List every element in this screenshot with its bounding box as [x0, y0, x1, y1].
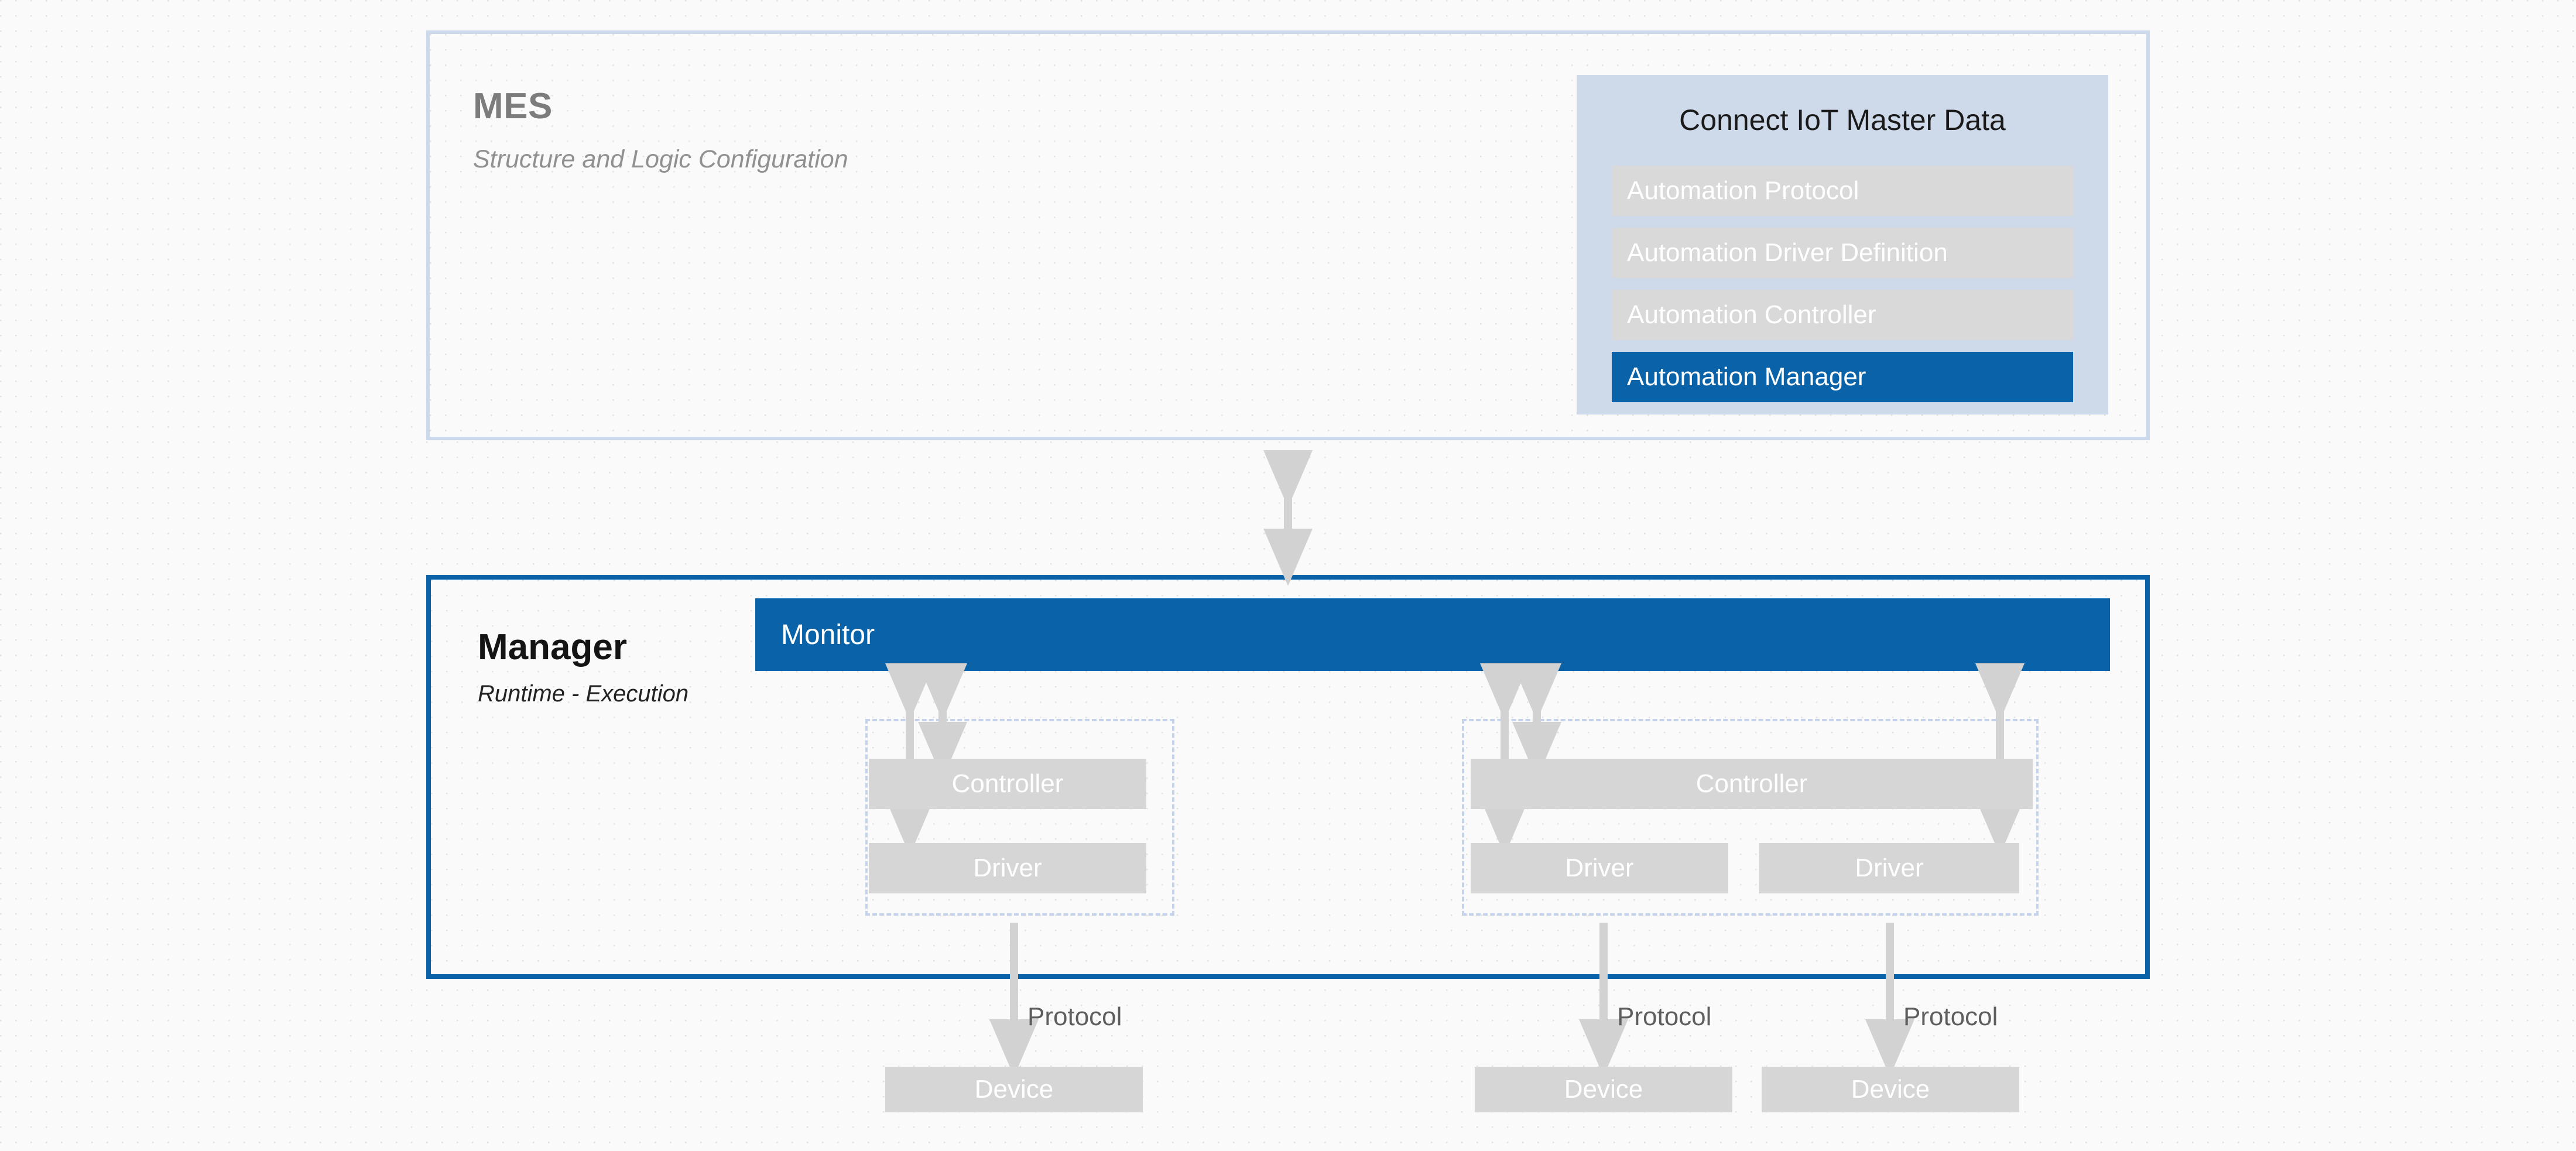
- protocol-label-1: Protocol: [1027, 1002, 1122, 1031]
- controller-group-right: [1462, 719, 2039, 916]
- device-box-2[interactable]: Device: [1475, 1067, 1732, 1112]
- driver-box-left[interactable]: Driver: [869, 843, 1146, 893]
- driver-box-right-2[interactable]: Driver: [1759, 843, 2019, 893]
- controller-box-left[interactable]: Controller: [869, 759, 1146, 809]
- iot-list-item-automation-driver-definition[interactable]: Automation Driver Definition: [1612, 228, 2073, 278]
- device-box-1[interactable]: Device: [885, 1067, 1143, 1112]
- controller-box-right[interactable]: Controller: [1471, 759, 2033, 809]
- driver-box-right-1[interactable]: Driver: [1471, 843, 1728, 893]
- mes-subtitle: Structure and Logic Configuration: [473, 145, 848, 173]
- iot-card-title: Connect IoT Master Data: [1679, 104, 2006, 136]
- monitor-bar[interactable]: Monitor: [755, 598, 2110, 671]
- protocol-label-3: Protocol: [1903, 1002, 1998, 1031]
- protocol-label-2: Protocol: [1617, 1002, 1712, 1031]
- device-box-3[interactable]: Device: [1762, 1067, 2019, 1112]
- manager-title: Manager: [478, 627, 627, 667]
- connect-iot-master-data-card: Connect IoT Master Data Automation Proto…: [1577, 75, 2108, 415]
- manager-subtitle: Runtime - Execution: [478, 681, 689, 707]
- mes-title: MES: [473, 86, 553, 126]
- controller-group-left: [865, 719, 1174, 916]
- iot-list-item-automation-protocol[interactable]: Automation Protocol: [1612, 166, 2073, 216]
- iot-list-item-automation-manager[interactable]: Automation Manager: [1612, 352, 2073, 402]
- iot-master-data-list: Automation Protocol Automation Driver De…: [1612, 166, 2073, 414]
- iot-list-item-automation-controller[interactable]: Automation Controller: [1612, 290, 2073, 340]
